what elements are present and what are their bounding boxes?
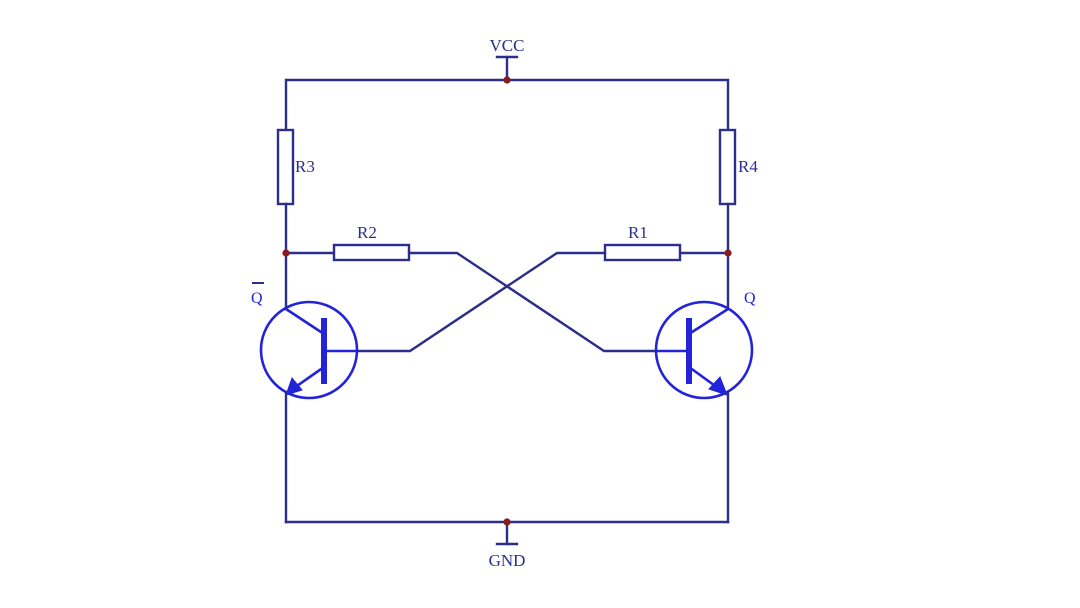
transistor-right-emitter-arrow <box>708 376 728 396</box>
q-label: Q <box>744 290 756 307</box>
junction-vcc <box>503 76 511 84</box>
transistor-left-emitter-arrow <box>285 377 303 396</box>
resistor-r2 <box>332 243 411 262</box>
r2-to-right-base-wire <box>407 251 657 353</box>
r4-label: R4 <box>738 157 758 176</box>
junction-gnd <box>503 518 511 526</box>
transistor-left-collector <box>285 307 325 336</box>
r2-label: R2 <box>357 223 377 242</box>
junction-right-collector <box>724 249 732 257</box>
q-bar-label: Q <box>251 290 263 307</box>
r3-label: R3 <box>295 157 315 176</box>
r1-to-left-base-wire <box>356 251 607 353</box>
r1-label: R1 <box>628 223 648 242</box>
top-rail-wire <box>284 78 730 132</box>
transistor-right-collector <box>688 307 729 336</box>
resistor-r4 <box>718 128 737 206</box>
transistor-left-emitter <box>293 365 325 390</box>
junction-left-collector <box>282 249 290 257</box>
gnd-label: GND <box>489 551 526 570</box>
transistor-right <box>654 300 754 400</box>
transistor-left <box>259 300 359 400</box>
resistor-r1 <box>603 243 682 262</box>
vcc-label: VCC <box>490 36 525 55</box>
resistor-r3 <box>276 128 295 206</box>
